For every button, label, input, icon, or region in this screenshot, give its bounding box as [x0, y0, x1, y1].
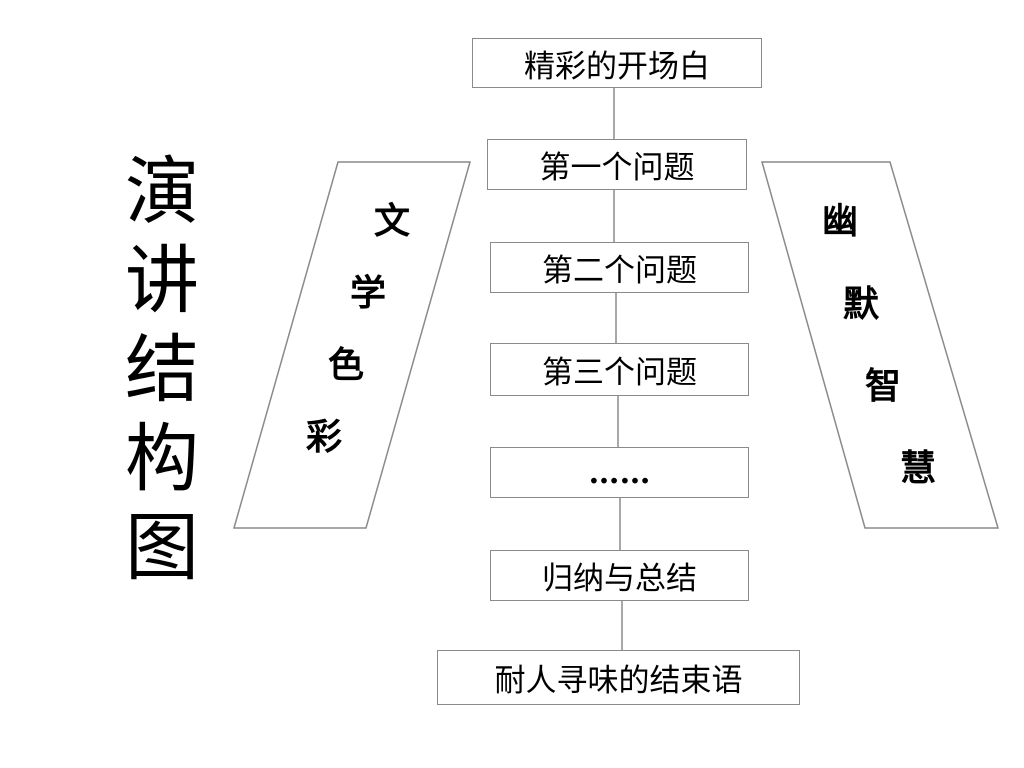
left-panel-char: 色 — [328, 344, 365, 386]
flow-box-summary: 归纳与总结 — [490, 550, 749, 601]
right-panel-char: 幽 — [822, 200, 859, 242]
title-char: 演 — [125, 149, 199, 235]
flow-box-question-2: 第二个问题 — [490, 242, 749, 293]
flow-box-question-1: 第一个问题 — [487, 139, 747, 190]
right-parallelogram-panel — [761, 161, 1000, 529]
left-panel-char: 彩 — [306, 416, 343, 458]
title-char: 结 — [125, 327, 199, 413]
left-panel-char: 学 — [350, 272, 387, 314]
flow-box-opening: 精彩的开场白 — [472, 38, 762, 88]
title-char: 构 — [125, 416, 199, 502]
title-char: 图 — [125, 505, 199, 591]
right-panel-char: 默 — [843, 283, 880, 325]
flow-box-question-3: 第三个问题 — [490, 343, 749, 396]
diagram-title-vertical: 演 讲 结 构 图 — [122, 148, 202, 593]
flow-box-closing: 耐人寻味的结束语 — [437, 650, 800, 705]
left-panel-char: 文 — [374, 200, 411, 242]
flow-box-ellipsis: …… — [490, 447, 749, 498]
right-panel-char: 智 — [865, 365, 902, 407]
right-panel-char: 慧 — [900, 447, 937, 489]
left-parallelogram-panel — [233, 161, 471, 529]
title-char: 讲 — [125, 238, 199, 324]
